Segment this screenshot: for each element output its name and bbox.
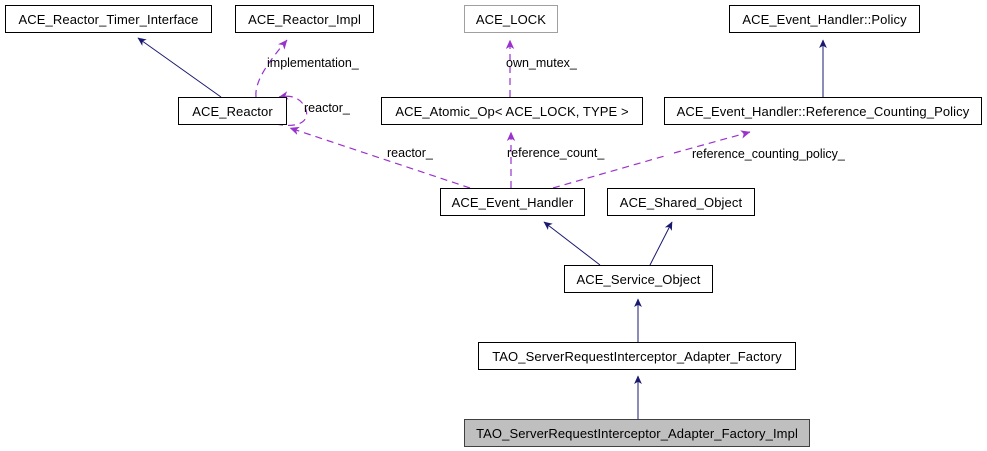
edge-label-reference-count: reference_count_: [507, 146, 605, 160]
class-node-label: ACE_Service_Object: [576, 271, 701, 287]
edge-reactor-to-timer-interface: [137, 37, 222, 98]
edge-eventhandler-to-reactor: [289, 126, 471, 189]
class-node-ace-shared-object[interactable]: ACE_Shared_Object: [607, 188, 755, 216]
class-node-label: ACE_Event_Handler::Reference_Counting_Po…: [676, 103, 970, 119]
class-node-label: ACE_Event_Handler: [451, 194, 574, 210]
class-node-ace-reactor[interactable]: ACE_Reactor: [178, 97, 287, 125]
class-node-tao-serverrequestinterceptor-adapter-factory[interactable]: TAO_ServerRequestInterceptor_Adapter_Fac…: [478, 342, 796, 370]
edge-label-reference-counting-policy: reference_counting_policy_: [692, 147, 845, 161]
class-node-label: ACE_Reactor_Timer_Interface: [18, 11, 199, 27]
class-node-ace-reactor-timer-interface[interactable]: ACE_Reactor_Timer_Interface: [5, 5, 212, 33]
edge-label-own-mutex: own_mutex_: [506, 56, 577, 70]
edge-label-implementation: implementation_: [267, 56, 359, 70]
class-node-label: ACE_Event_Handler::Policy: [742, 11, 907, 27]
edge-serviceobject-to-sharedobject: [649, 221, 673, 266]
class-node-ace-atomic-op[interactable]: ACE_Atomic_Op< ACE_LOCK, TYPE >: [381, 97, 643, 125]
class-node-label: ACE_Shared_Object: [619, 194, 743, 210]
class-node-ace-event-handler-reference-counting-policy[interactable]: ACE_Event_Handler::Reference_Counting_Po…: [664, 97, 982, 125]
class-node-ace-event-handler-policy[interactable]: ACE_Event_Handler::Policy: [729, 5, 920, 33]
class-node-label: ACE_LOCK: [475, 11, 547, 27]
class-node-label: ACE_Atomic_Op< ACE_LOCK, TYPE >: [395, 103, 629, 119]
class-node-ace-service-object[interactable]: ACE_Service_Object: [564, 265, 713, 293]
class-node-ace-event-handler[interactable]: ACE_Event_Handler: [440, 188, 585, 216]
class-node-label: ACE_Reactor_Impl: [248, 11, 361, 27]
class-node-tao-serverrequestinterceptor-adapter-factory-impl[interactable]: TAO_ServerRequestInterceptor_Adapter_Fac…: [464, 419, 810, 447]
edge-label-reactor: reactor_: [387, 146, 433, 160]
edge-label-reactor-self: reactor_: [304, 101, 350, 115]
class-node-label: TAO_ServerRequestInterceptor_Adapter_Fac…: [476, 425, 798, 441]
class-node-ace-reactor-impl[interactable]: ACE_Reactor_Impl: [235, 5, 374, 33]
edge-serviceobject-to-eventhandler: [543, 221, 601, 266]
class-node-label: ACE_Reactor: [192, 103, 273, 119]
class-node-label: TAO_ServerRequestInterceptor_Adapter_Fac…: [492, 348, 782, 364]
class-node-ace-lock[interactable]: ACE_LOCK: [464, 5, 558, 33]
